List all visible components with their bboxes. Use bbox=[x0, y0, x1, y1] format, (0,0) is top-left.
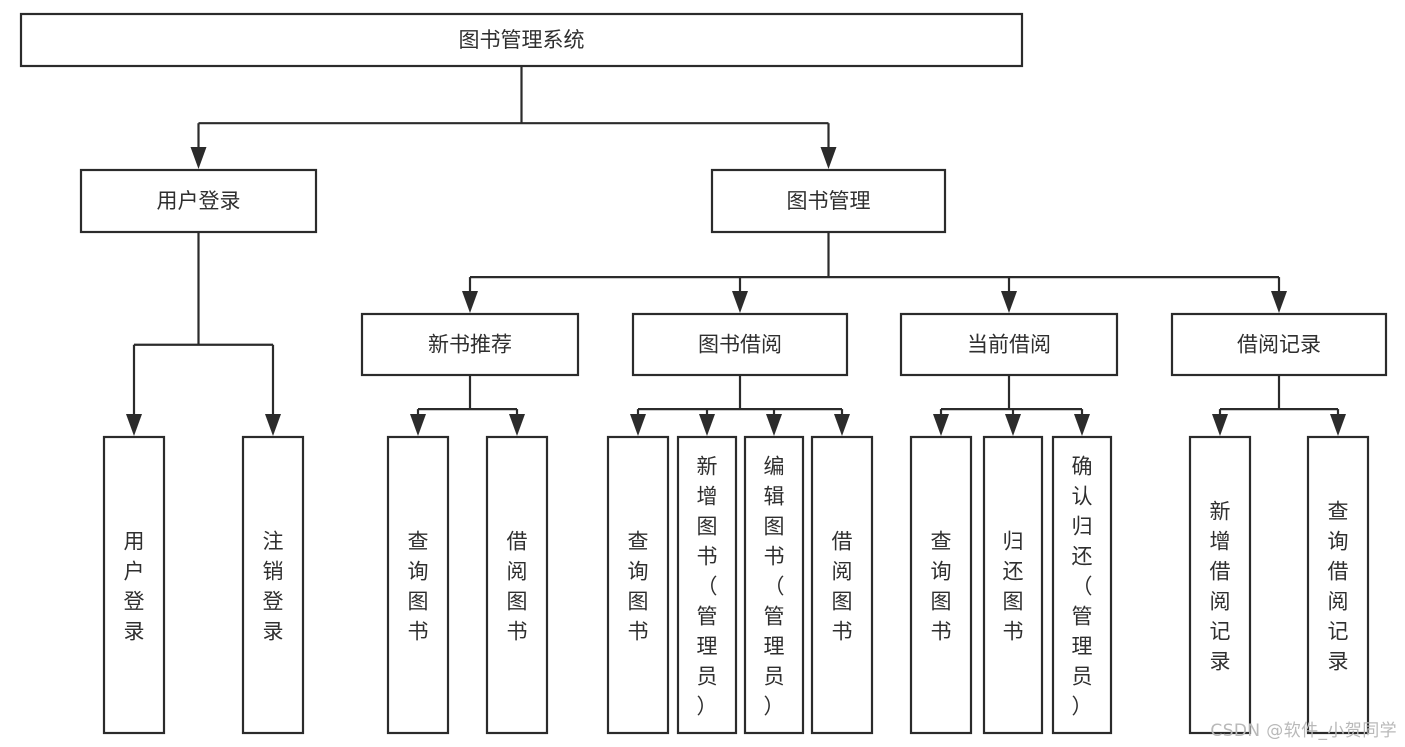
connector-arrowhead bbox=[630, 414, 646, 436]
node-box[interactable] bbox=[241, 435, 305, 735]
connector-arrowhead bbox=[766, 414, 782, 436]
node-leaf_2[interactable]: 查询图书 bbox=[386, 435, 450, 735]
connector-arrowhead bbox=[1005, 414, 1021, 436]
node-label: 编辑图书（管理员） bbox=[764, 454, 785, 718]
node-box[interactable] bbox=[1188, 435, 1252, 735]
node-leaf_5[interactable]: 新增图书（管理员） bbox=[676, 435, 738, 735]
connector-arrowhead bbox=[1001, 291, 1017, 313]
node-box[interactable] bbox=[1170, 312, 1388, 377]
connector-layer bbox=[126, 66, 1346, 436]
node-leaf_12[interactable]: 查询借阅记录 bbox=[1306, 435, 1370, 735]
connector-arrowhead bbox=[1330, 414, 1346, 436]
node-label: 图书管理系统 bbox=[459, 28, 585, 52]
node-box[interactable] bbox=[810, 435, 874, 735]
connector-arrowhead bbox=[509, 414, 525, 436]
node-label: 借阅记录 bbox=[1237, 333, 1321, 357]
node-label: 新书推荐 bbox=[428, 333, 512, 357]
node-leaf_10[interactable]: 确认归还（管理员） bbox=[1051, 435, 1113, 735]
node-label: 借阅图书 bbox=[832, 529, 853, 643]
node-box[interactable] bbox=[899, 312, 1119, 377]
connector-arrowhead bbox=[265, 414, 281, 436]
node-leaf_9[interactable]: 归还图书 bbox=[982, 435, 1044, 735]
node-leaf_4[interactable]: 查询图书 bbox=[606, 435, 670, 735]
node-leaf_3[interactable]: 借阅图书 bbox=[485, 435, 549, 735]
node-box[interactable] bbox=[631, 312, 849, 377]
node-box[interactable] bbox=[1051, 435, 1113, 735]
node-l3_1[interactable]: 图书借阅 bbox=[631, 312, 849, 377]
connector-arrowhead bbox=[1271, 291, 1287, 313]
node-layer: 图书管理系统用户登录图书管理新书推荐图书借阅当前借阅借阅记录用户登录注销登录查询… bbox=[19, 12, 1388, 735]
node-label: 新增借阅记录 bbox=[1210, 499, 1231, 673]
node-root[interactable]: 图书管理系统 bbox=[19, 12, 1024, 68]
node-box[interactable] bbox=[909, 435, 973, 735]
node-label: 查询图书 bbox=[931, 529, 952, 643]
node-label: 注销登录 bbox=[263, 529, 284, 643]
node-l3_3[interactable]: 借阅记录 bbox=[1170, 312, 1388, 377]
node-label: 用户登录 bbox=[157, 189, 241, 213]
node-l3_0[interactable]: 新书推荐 bbox=[360, 312, 580, 377]
node-label: 确认归还（管理员） bbox=[1072, 454, 1093, 718]
node-label: 归还图书 bbox=[1003, 529, 1024, 643]
node-box[interactable] bbox=[19, 12, 1024, 68]
connector-arrowhead bbox=[732, 291, 748, 313]
node-box[interactable] bbox=[485, 435, 549, 735]
node-box[interactable] bbox=[79, 168, 318, 234]
node-label: 当前借阅 bbox=[967, 333, 1051, 357]
node-label: 用户登录 bbox=[124, 529, 145, 643]
node-box[interactable] bbox=[102, 435, 166, 735]
node-label: 查询图书 bbox=[628, 529, 649, 643]
connector-arrowhead bbox=[699, 414, 715, 436]
node-box[interactable] bbox=[386, 435, 450, 735]
csdn-watermark: CSDN @软件_小贺同学 bbox=[1210, 721, 1397, 741]
node-leaf_11[interactable]: 新增借阅记录 bbox=[1188, 435, 1252, 735]
node-leaf_8[interactable]: 查询图书 bbox=[909, 435, 973, 735]
connector-arrowhead bbox=[933, 414, 949, 436]
connector-arrowhead bbox=[834, 414, 850, 436]
connector-arrowhead bbox=[1074, 414, 1090, 436]
node-l2_0[interactable]: 用户登录 bbox=[79, 168, 318, 234]
connector-arrowhead bbox=[1212, 414, 1228, 436]
node-label: 查询图书 bbox=[408, 529, 429, 643]
connector-arrowhead bbox=[126, 414, 142, 436]
node-box[interactable] bbox=[982, 435, 1044, 735]
node-box[interactable] bbox=[710, 168, 947, 234]
node-label: 图书借阅 bbox=[698, 333, 782, 357]
node-label: 图书管理 bbox=[787, 189, 871, 213]
node-box[interactable] bbox=[676, 435, 738, 735]
node-box[interactable] bbox=[360, 312, 580, 377]
connector-arrowhead bbox=[190, 147, 207, 169]
node-box[interactable] bbox=[1306, 435, 1370, 735]
node-label: 新增图书（管理员） bbox=[697, 454, 718, 718]
node-leaf_0[interactable]: 用户登录 bbox=[102, 435, 166, 735]
node-box[interactable] bbox=[743, 435, 805, 735]
node-box[interactable] bbox=[606, 435, 670, 735]
connector-arrowhead bbox=[820, 147, 837, 169]
node-label: 查询借阅记录 bbox=[1328, 499, 1349, 673]
connector-arrowhead bbox=[410, 414, 426, 436]
node-leaf_1[interactable]: 注销登录 bbox=[241, 435, 305, 735]
node-l3_2[interactable]: 当前借阅 bbox=[899, 312, 1119, 377]
node-leaf_6[interactable]: 编辑图书（管理员） bbox=[743, 435, 805, 735]
connector-arrowhead bbox=[462, 291, 478, 313]
node-label: 借阅图书 bbox=[507, 529, 528, 643]
node-leaf_7[interactable]: 借阅图书 bbox=[810, 435, 874, 735]
node-l2_1[interactable]: 图书管理 bbox=[710, 168, 947, 234]
